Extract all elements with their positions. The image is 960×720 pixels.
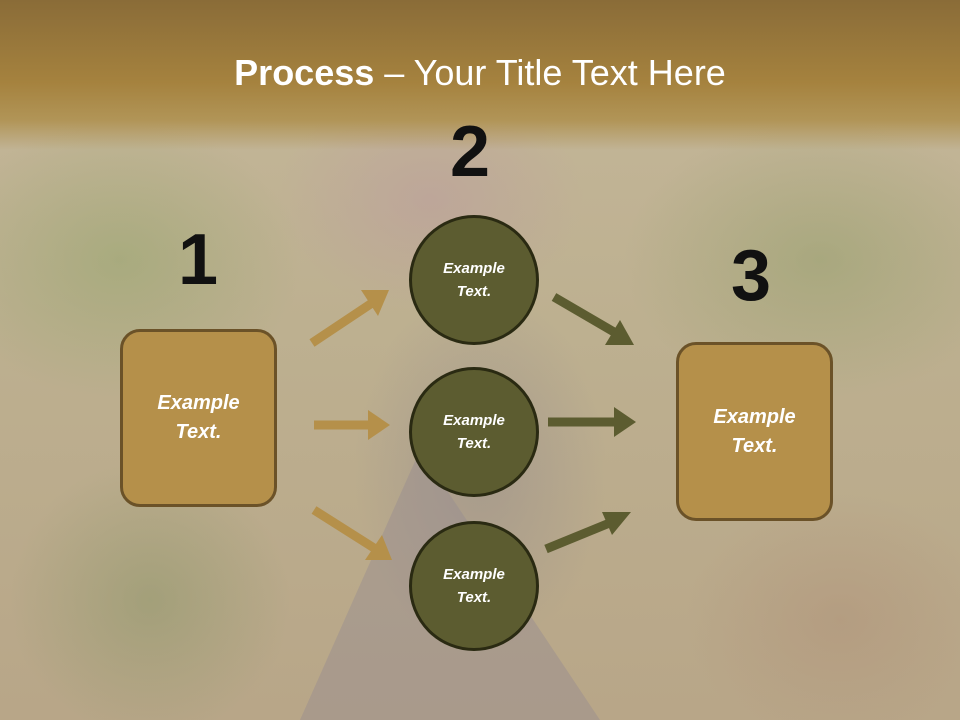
step-number-1: 1 [178, 220, 219, 300]
circle-2-line1: Example [443, 412, 505, 429]
arrow-head-to-circle-1 [361, 290, 389, 316]
step-number-2: 2 [450, 112, 491, 192]
circle-step-3[interactable]: Example Text. [409, 521, 539, 651]
title-bold: Process [234, 52, 375, 93]
arrow-head-from-circle-1 [605, 320, 634, 345]
left-text-box[interactable]: Example Text. [120, 329, 277, 507]
circle-2-line2: Text. [456, 435, 492, 452]
left-text-box-text: Example Text. [139, 389, 259, 447]
arrow-head-to-circle-2 [368, 410, 390, 440]
arrow-head-from-circle-3 [602, 512, 631, 535]
left-box-line2: Text. [175, 421, 222, 443]
arrow-to-circle-1 [309, 299, 375, 347]
circle-3-line2: Text. [456, 589, 492, 606]
right-text-box[interactable]: Example Text. [676, 342, 833, 521]
right-box-line2: Text. [731, 434, 778, 457]
circle-1-line1: Example [443, 260, 505, 277]
arrow-to-circle-3 [311, 506, 377, 552]
circle-1-text: Example Text. [429, 257, 519, 303]
arrow-head-to-circle-3 [365, 535, 392, 560]
right-box-line1: Example [713, 405, 796, 428]
circle-step-1[interactable]: Example Text. [409, 215, 539, 345]
circle-3-line1: Example [443, 566, 505, 583]
step-number-3: 3 [731, 236, 772, 316]
title-band [0, 0, 960, 150]
arrow-from-circle-3 [544, 517, 614, 554]
circle-1-line2: Text. [456, 283, 492, 300]
circle-2-text: Example Text. [429, 409, 519, 455]
circle-3-text: Example Text. [429, 563, 519, 609]
title-rest: – Your Title Text Here [374, 52, 726, 93]
left-box-line1: Example [157, 392, 240, 414]
circle-step-2[interactable]: Example Text. [409, 367, 539, 497]
arrow-from-circle-1 [551, 293, 617, 336]
slide-title: Process – Your Title Text Here [0, 52, 960, 94]
right-text-box-text: Example Text. [695, 403, 815, 461]
arrow-head-from-circle-2 [614, 407, 636, 437]
